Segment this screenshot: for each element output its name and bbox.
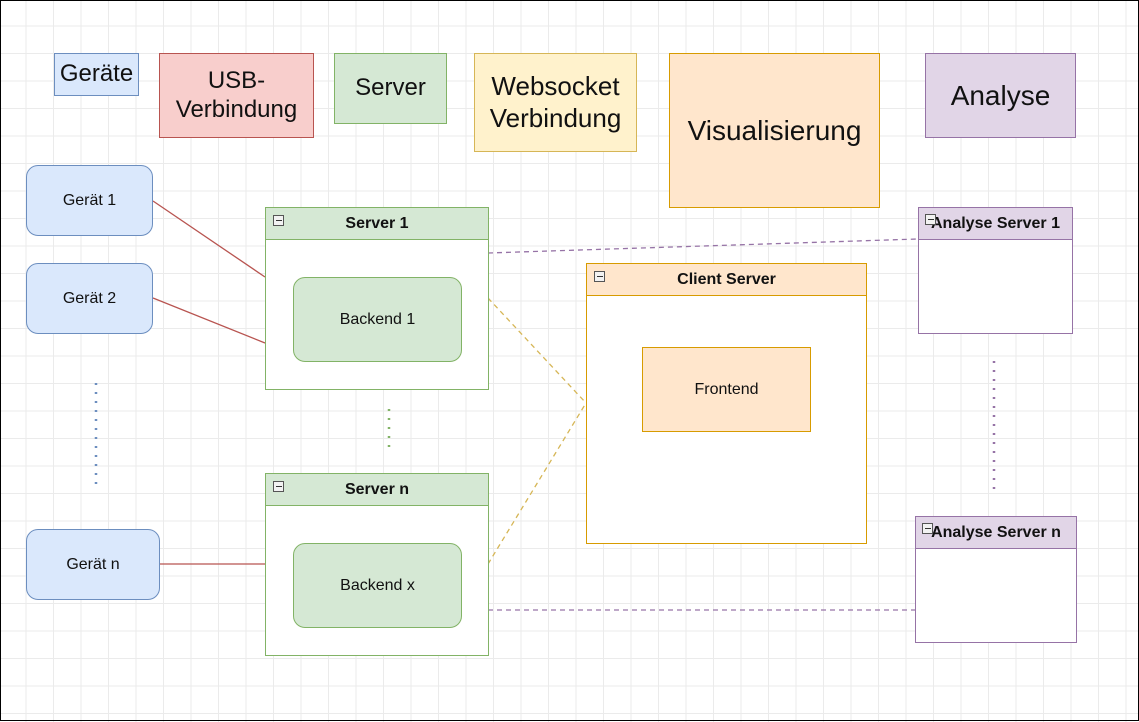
device-label: Gerät n [66,555,120,573]
legend-websocket-label: Websocket Verbindung [489,71,622,133]
analyse-server-1-header: Analyse Server 1 [919,208,1072,240]
device-label: Gerät 2 [62,289,117,307]
frontend-label: Frontend [694,380,759,398]
usb-link-geraet-1 [152,200,266,278]
legend-websocket-verbindung: Websocket Verbindung [474,53,637,152]
analyse-server-n-header: Analyse Server n [916,517,1076,549]
device-geraet-n[interactable]: Gerät n [26,529,160,600]
websocket-link-server-n [487,402,587,565]
legend-usb-label: USB- Verbindung [175,66,298,123]
backend-label: Backend 1 [339,310,416,328]
backend-label: Backend x [340,576,415,594]
websocket-link-server-1 [487,297,587,404]
analyse-server-n-title: Analyse Server n [931,523,1061,541]
collapse-icon[interactable] [594,271,605,282]
device-geraet-1[interactable]: Gerät 1 [26,165,153,236]
legend-server: Server [334,53,447,124]
server-n-header: Server n [266,474,488,506]
analyse-server-1-container[interactable]: Analyse Server 1 [918,207,1073,334]
analyse-server-1-title: Analyse Server 1 [931,214,1060,232]
collapse-icon[interactable] [273,215,284,226]
analyse-server-n-container[interactable]: Analyse Server n [915,516,1077,643]
server-n-container[interactable]: Server n Backend x [265,473,489,656]
collapse-icon[interactable] [922,523,933,534]
device-geraet-2[interactable]: Gerät 2 [26,263,153,334]
legend-visualisierung: Visualisierung [669,53,880,208]
analyse-link-server-1 [487,238,919,254]
legend-analyse-label: Analyse [950,79,1051,111]
frontend[interactable]: Frontend [642,347,811,432]
collapse-icon[interactable] [273,481,284,492]
backend-1[interactable]: Backend 1 [293,277,462,362]
legend-analyse: Analyse [925,53,1076,138]
client-server-title: Client Server [677,270,776,288]
legend-geraete-label: Geräte [59,60,134,88]
legend-geraete: Geräte [54,53,139,96]
collapse-icon[interactable] [925,214,936,225]
server-1-title: Server 1 [345,214,409,232]
client-server-header: Client Server [587,264,866,296]
server-1-header: Server 1 [266,208,488,240]
legend-server-label: Server [355,74,426,102]
server-n-title: Server n [344,480,410,498]
legend-usb-verbindung: USB- Verbindung [159,53,314,138]
server-1-container[interactable]: Server 1 Backend 1 [265,207,489,390]
backend-x[interactable]: Backend x [293,543,462,628]
legend-visualisierung-label: Visualisierung [687,114,862,146]
device-label: Gerät 1 [62,191,117,209]
usb-link-geraet-2 [152,297,266,344]
client-server-container[interactable]: Client Server Frontend [586,263,867,544]
